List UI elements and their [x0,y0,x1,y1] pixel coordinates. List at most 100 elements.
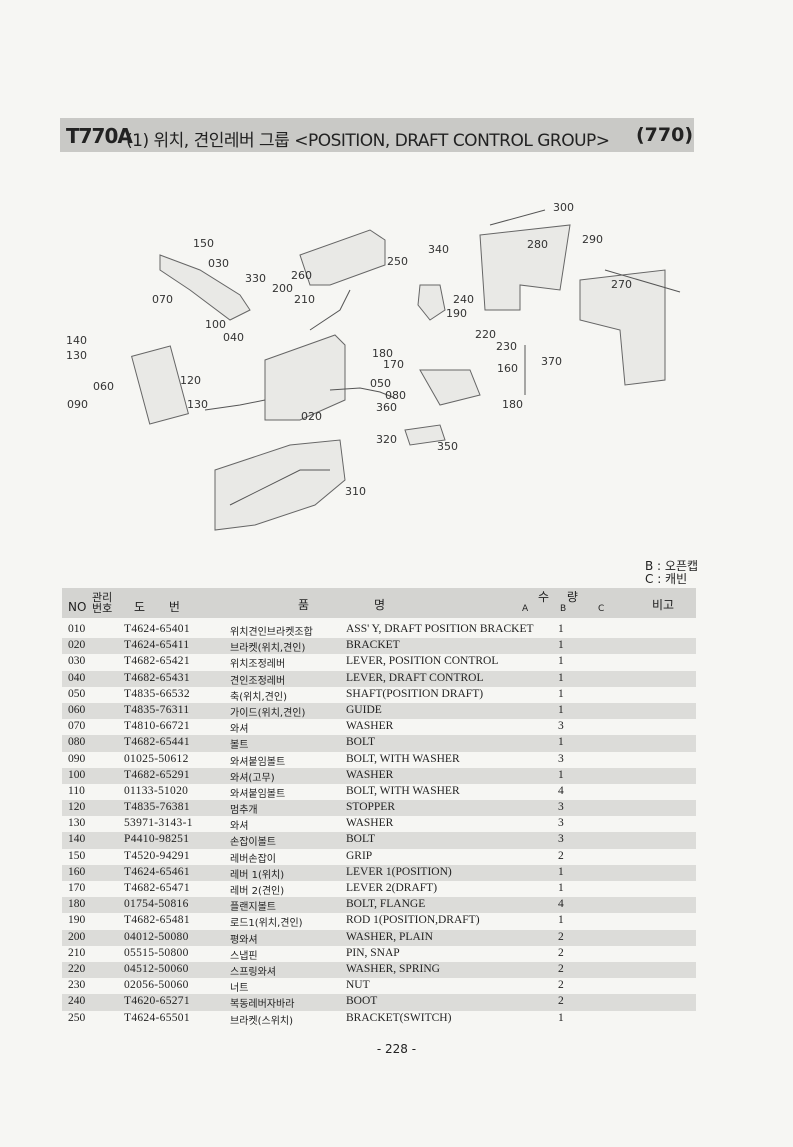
quantity: 4 [558,898,564,911]
header-part-no: 도 번 [134,600,180,614]
part-number: 01754-50816 [124,898,189,911]
part-number: T4682-65421 [124,655,190,668]
korean-name: 로드1(위치,견인) [230,918,303,930]
korean-name: 멈추개 [230,805,258,817]
korean-name: 위치조정레버 [230,659,286,671]
table-row: 070 T4810-66721 와셔 WASHER 3 [62,719,696,735]
table-header: NO 관리번호 도 번 품 명 수 량 A B C 비고 [62,588,696,618]
quantity: 1 [558,914,564,927]
quantity: 1 [558,687,564,700]
part-number: T4520-94291 [124,849,190,862]
item-number: 180 [68,898,86,911]
quantity: 1 [558,623,564,635]
item-number: 020 [68,639,86,652]
bracket-frame [264,334,346,421]
item-number: 140 [68,833,86,846]
lever-assembly [159,254,251,321]
quantity: 3 [558,833,564,846]
item-number: 170 [68,882,86,894]
part-number: 05515-50800 [124,946,189,959]
item-number: 010 [68,623,86,635]
part-number: T4682-65441 [124,736,190,749]
item-number: 220 [68,962,86,975]
quantity: 3 [558,752,564,765]
english-name: GRIP [346,849,373,862]
korean-name: 너트 [230,983,249,995]
guide-housing [214,439,346,531]
quantity: 3 [558,720,564,733]
header-no: NO [68,600,87,614]
title-bar [60,118,694,152]
korean-name: 견인조정레버 [230,675,286,687]
part-number: 01133-51020 [124,784,189,797]
item-number: 040 [68,671,86,684]
quantity: 1 [558,865,564,878]
item-number: 200 [68,930,86,943]
english-name: LEVER, POSITION CONTROL [346,655,499,668]
english-name: WASHER [346,817,394,830]
item-number: 120 [68,801,86,814]
english-name: ASS' Y, DRAFT POSITION BRACKET [346,623,534,635]
quantity: 3 [558,801,564,814]
item-number: 160 [68,865,86,878]
english-name: WASHER [346,720,394,733]
part-number: 04012-50080 [124,930,189,943]
quantity: 2 [558,979,564,992]
part-number: T4835-66532 [124,687,190,700]
part-number: T4624-65411 [124,639,190,652]
table-row: 010 T4624-65401 위치견인브라켓조합 ASS' Y, DRAFT POS… [62,622,696,638]
korean-name: 손잡이볼트 [230,837,276,849]
korean-name: 볼트 [230,740,249,752]
quantity: 1 [558,655,564,668]
group-code: T770A [66,124,133,148]
upper-guide [131,345,189,425]
header-qty-c: C [598,604,605,614]
english-name: WASHER, PLAIN [346,930,433,943]
cover-panel-280 [479,224,571,311]
quantity: 1 [558,671,564,684]
korean-name: 가이드(위치,견인) [230,707,306,719]
item-number: 060 [68,703,86,716]
english-name: NUT [346,979,370,992]
part-number: 01025-50612 [124,752,189,765]
part-number: T4810-66721 [124,720,190,733]
quantity: 2 [558,962,564,975]
korean-name: 평와셔 [230,934,258,946]
korean-name: 와셔 [230,724,249,736]
korean-name: 복동레버자바라 [230,999,295,1011]
position-lever [419,369,481,406]
item-number: 130 [68,817,86,830]
quantity: 1 [558,882,564,894]
header-name-a: 품 [298,598,310,612]
korean-name: 위치견인브라켓조합 [230,627,313,638]
korean-name: 와셔(고무) [230,772,275,784]
english-name: GUIDE [346,703,382,716]
part-number: T4624-65461 [124,865,190,878]
header-qty: 수 량 [538,590,578,604]
quantity: 1 [558,703,564,716]
item-number: 070 [68,720,86,733]
note-c: C : 캐빈 [645,572,688,586]
group-number: (770) [636,124,694,146]
part-number: T4620-65271 [124,995,190,1008]
part-number: T4624-65401 [124,623,190,635]
quantity: 2 [558,849,564,862]
korean-name: 레버 2(견인) [230,886,285,897]
header-remarks: 비고 [652,598,675,612]
item-number: 100 [68,768,86,781]
quantity: 1 [558,768,564,781]
quantity: 3 [558,817,564,830]
english-name: BOLT, WITH WASHER [346,752,460,765]
item-number: 210 [68,946,86,959]
